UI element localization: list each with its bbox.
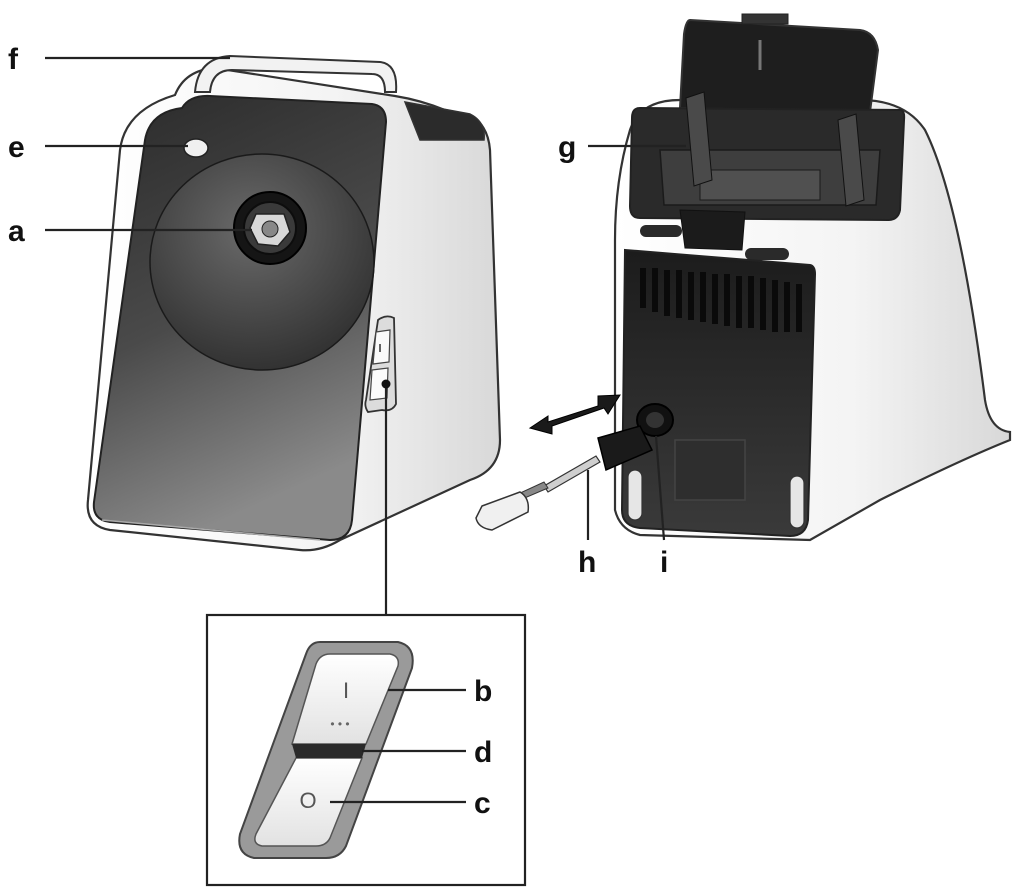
switch-off-rocker [254, 757, 364, 847]
release-button [183, 138, 209, 158]
rear-panel [620, 248, 817, 538]
insert-remove-arrow [528, 394, 621, 435]
switch-off-symbol: O [299, 788, 316, 813]
lid-latch [679, 209, 746, 251]
callout-leaders [45, 56, 686, 804]
power-socket [636, 403, 674, 437]
callout-letters: f e a g h i b d c [8, 43, 668, 820]
rear-view-appliance [475, 13, 1012, 542]
callout-d: d [474, 736, 492, 769]
grinder-outlet [233, 191, 307, 265]
switch-speed-dots: • • • [330, 717, 349, 731]
mains-plug [475, 491, 530, 531]
power-cord [475, 425, 654, 531]
callout-e: e [8, 131, 25, 164]
switch-on-symbol: I [343, 678, 349, 703]
front-view-appliance [86, 54, 502, 552]
side-switch [364, 315, 397, 413]
storage-lid [678, 18, 880, 114]
callout-c: c [474, 787, 491, 820]
callout-i: i [660, 546, 668, 579]
switch-detail-inset: I • • • O [205, 379, 527, 887]
vent-slots [640, 268, 802, 332]
callout-a: a [8, 215, 25, 248]
callout-g: g [558, 131, 576, 164]
switch-indicator-gap [292, 744, 366, 758]
callout-f: f [8, 43, 19, 76]
callout-h: h [578, 546, 596, 579]
callout-b: b [474, 675, 492, 708]
front-view-top-plate [403, 101, 485, 141]
leader-i [654, 435, 666, 541]
